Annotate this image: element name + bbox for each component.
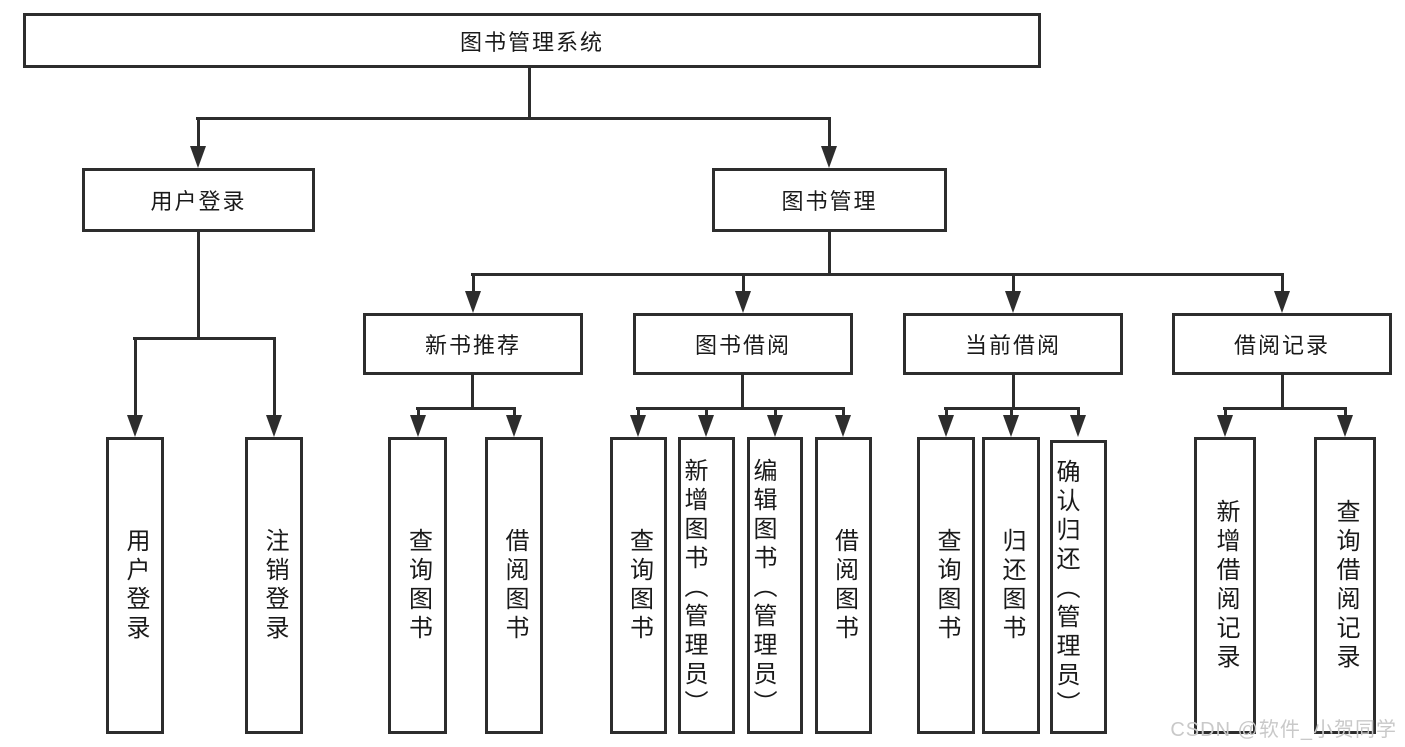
arrow-down-icon <box>1070 415 1086 437</box>
leaf-label: 查询图书 <box>404 527 432 644</box>
arrow-down-icon <box>698 415 714 437</box>
connector-vline <box>1344 407 1347 422</box>
arrow-down-icon <box>190 146 206 168</box>
connector-hline <box>133 337 276 340</box>
connector-vline <box>637 407 640 422</box>
arrow-down-icon <box>938 415 954 437</box>
arrow-down-icon <box>1003 415 1019 437</box>
connector-vline <box>273 337 276 422</box>
node-current-borrow: 当前借阅 <box>903 313 1123 375</box>
connector-vline <box>1010 407 1013 422</box>
connector-vline <box>1077 407 1080 422</box>
leaf-borrow-books-borrow: 借阅图书 <box>815 437 872 734</box>
csdn-watermark: CSDN @软件_小贺同学 <box>1170 719 1397 741</box>
connector-vline <box>1281 273 1284 298</box>
connector-vline <box>513 407 516 422</box>
leaf-query-books-recommend: 查询图书 <box>388 437 447 734</box>
connector-vline <box>134 337 137 422</box>
connector-vline <box>1012 375 1015 410</box>
arrow-down-icon <box>1274 291 1290 313</box>
connector-vline <box>828 117 831 152</box>
arrow-down-icon <box>1217 415 1233 437</box>
connector-vline <box>1281 375 1284 410</box>
leaf-label: 注销登录 <box>261 527 288 644</box>
arrow-down-icon <box>630 415 646 437</box>
leaf-borrow-books-recommend: 借阅图书 <box>485 437 543 734</box>
leaf-add-book-admin: 新增图书（管理员） <box>678 437 735 734</box>
arrow-down-icon <box>127 415 143 437</box>
connector-vline <box>1012 273 1015 298</box>
connector-vline <box>842 407 845 422</box>
connector-hline <box>416 407 516 410</box>
connector-hline <box>1223 407 1347 410</box>
node-book-borrow: 图书借阅 <box>633 313 853 375</box>
connector-vline <box>197 117 200 152</box>
leaf-label: 查询图书 <box>933 527 960 644</box>
leaf-label: 确认归还（管理员） <box>1052 459 1079 720</box>
arrow-down-icon <box>835 415 851 437</box>
node-new-book-recommend: 新书推荐 <box>363 313 583 375</box>
connector-vline <box>1224 407 1227 422</box>
connector-hline <box>471 273 1284 276</box>
leaf-return-book: 归还图书 <box>982 437 1040 734</box>
leaf-label: 新增图书（管理员） <box>680 457 707 719</box>
node-book-management: 图书管理 <box>712 168 947 232</box>
connector-vline <box>528 68 531 119</box>
connector-vline <box>945 407 948 422</box>
connector-vline <box>471 375 474 410</box>
node-book-management-system: 图书管理系统 <box>23 13 1041 68</box>
leaf-label: 借阅图书 <box>501 527 528 644</box>
connector-vline <box>774 407 777 422</box>
connector-hline <box>196 117 831 120</box>
arrow-down-icon <box>266 415 282 437</box>
leaf-label: 借阅图书 <box>830 527 858 644</box>
arrow-down-icon <box>410 415 426 437</box>
arrow-down-icon <box>465 291 481 313</box>
arrow-down-icon <box>767 415 783 437</box>
leaf-label: 归还图书 <box>998 527 1025 644</box>
leaf-label: 查询借阅记录 <box>1332 498 1359 673</box>
leaf-label: 编辑图书（管理员） <box>749 457 776 719</box>
connector-vline <box>828 232 831 276</box>
arrow-down-icon <box>735 291 751 313</box>
arrow-down-icon <box>506 415 522 437</box>
arrow-down-icon <box>1337 415 1353 437</box>
arrow-down-icon <box>1005 291 1021 313</box>
connector-vline <box>417 407 420 422</box>
leaf-label: 用户登录 <box>122 527 149 644</box>
connector-hline <box>636 407 845 410</box>
leaf-label: 新增借阅记录 <box>1212 498 1239 673</box>
connector-vline <box>741 375 744 410</box>
node-user-login: 用户登录 <box>82 168 315 232</box>
leaf-edit-book-admin: 编辑图书（管理员） <box>747 437 803 734</box>
leaf-query-borrow-record: 查询借阅记录 <box>1314 437 1376 734</box>
leaf-query-books-borrow: 查询图书 <box>610 437 667 734</box>
leaf-add-borrow-record: 新增借阅记录 <box>1194 437 1256 734</box>
node-borrow-records: 借阅记录 <box>1172 313 1392 375</box>
connector-vline <box>472 273 475 298</box>
leaf-confirm-return-admin: 确认归还（管理员） <box>1050 440 1107 734</box>
arrow-down-icon <box>821 146 837 168</box>
connector-vline <box>197 232 200 340</box>
connector-vline <box>705 407 708 422</box>
leaf-logout: 注销登录 <box>245 437 303 734</box>
leaf-query-books-current: 查询图书 <box>917 437 975 734</box>
leaf-user-login: 用户登录 <box>106 437 164 734</box>
leaf-label: 查询图书 <box>625 527 653 644</box>
connector-vline <box>742 273 745 298</box>
